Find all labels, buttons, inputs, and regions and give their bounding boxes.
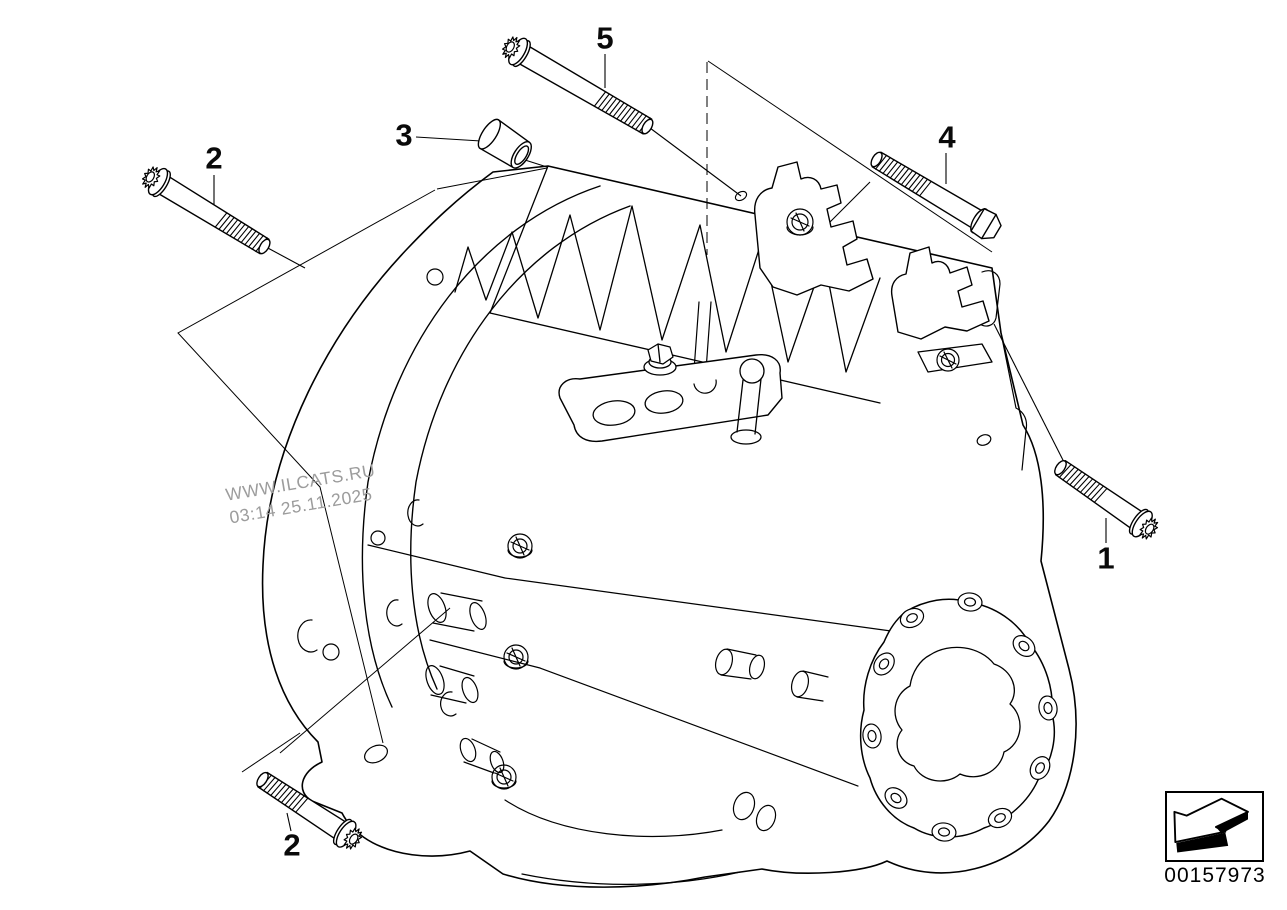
leader-lines [213, 54, 1107, 832]
part-2-hex-flange-bolt [141, 166, 271, 255]
loose-parts-layer [141, 36, 1159, 850]
direction-arrow-icon [1173, 797, 1249, 853]
callout-3[interactable]: 3 [395, 117, 413, 153]
part-4-hex-bolt [870, 151, 1002, 240]
gearbox-case [261, 161, 1077, 888]
cover-bolt-bosses [862, 592, 1058, 842]
part-5-hex-flange-bolt [501, 36, 654, 135]
diagram-part-number: 00157973 [1164, 864, 1266, 887]
case-screws [491, 533, 533, 790]
callout-2-lower[interactable]: 2 [283, 827, 301, 863]
part-3-spacer-sleeve [477, 118, 532, 169]
callout-2-upper[interactable]: 2 [205, 140, 223, 176]
part-1-hex-flange-bolt [1054, 459, 1159, 540]
callout-4[interactable]: 4 [938, 119, 956, 155]
callout-5[interactable]: 5 [596, 20, 614, 56]
part-2-hex-flange-bolt [256, 771, 363, 850]
phantom-lines [177, 60, 993, 773]
direction-arrow-box [1165, 791, 1264, 862]
callout-1[interactable]: 1 [1097, 540, 1115, 576]
